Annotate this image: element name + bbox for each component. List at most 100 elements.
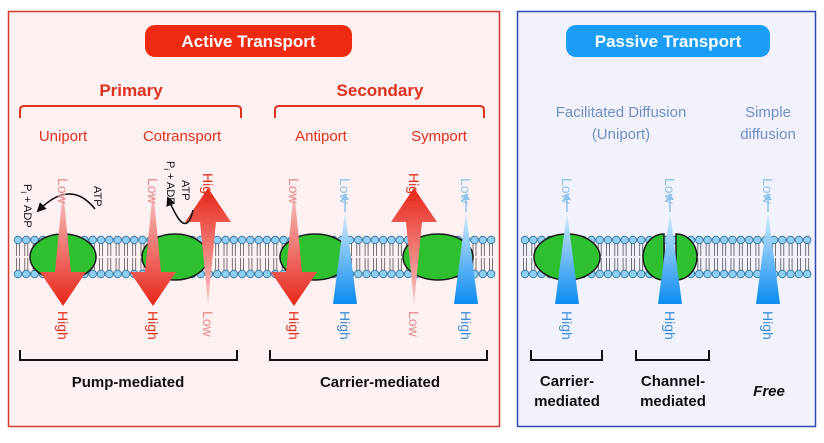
lipid-tail [780,243,785,256]
lipid-head [229,269,238,279]
lipid-head [736,235,745,245]
secondary-label: Secondary [337,81,424,100]
antiport-blue-high-label: High [337,311,353,340]
lipid-tail [738,258,743,271]
pump-mediated-bracket [19,350,238,361]
lipid-tail [631,243,635,256]
lipid-head [794,269,804,279]
lipid-tail [730,243,735,256]
simple-diffusion-low-label: Low [760,178,776,205]
lipid-head [720,269,729,279]
free-label: Free [753,383,785,400]
lipid-head [395,235,404,245]
lipid-tail [124,258,128,271]
uniport-high-label: High [55,311,71,340]
arrow-cotransport-down [130,189,176,306]
simple-diffusion-label-line1: Simple [745,104,791,121]
lipid-tail [755,258,760,271]
lipid-tail [373,243,377,256]
lipid-head [271,235,280,245]
lipid-head [237,269,247,279]
lipid-head [803,235,812,245]
lipid-head [486,269,496,279]
facilitated-carrier-low-label: Low [559,178,575,205]
lipid-tail [606,243,610,256]
lipid-tail [705,258,710,271]
lipid-head [221,235,230,245]
lipid-tail [606,258,610,271]
lipid-head [620,235,629,245]
lipid-tail [705,243,710,256]
lipid-tail [788,243,793,256]
lipid-head [603,235,613,245]
lipid-tail [622,243,627,256]
primary-bracket [19,105,242,118]
lipid-head [121,235,131,245]
arrow-symport-up [391,188,437,304]
gradient-arrows [40,188,780,306]
channel-protein-left-half [642,233,665,281]
lipid-tail [364,243,369,256]
lipid-head [212,269,222,279]
lipid-head [786,235,795,245]
lipid-head [529,235,538,245]
lipid-tail [614,243,619,256]
cotransport-bottom-low-label: Low [200,311,216,338]
lipid-head [96,269,106,279]
lipid-tail [714,243,718,256]
lipid-head [728,235,737,245]
lipid-head [744,235,754,245]
lipid-head [262,269,272,279]
lipid-tail [697,258,702,271]
lipid-head [129,235,139,245]
pi-adp-label-cotransport: Pi + ADP [162,161,176,205]
passive-carrier-label-line2: mediated [534,393,600,410]
pi-adp-label-uniport: Pi + ADP [19,184,33,228]
symport-bottom-low-label: Low [406,311,422,338]
atp-hydrolysis-arrow-uniport [36,193,96,213]
lipid-head [121,269,131,279]
arrow-facilitated-channel [658,212,682,304]
lipid-head [470,235,479,245]
arrow-simple-diffusion-head [764,193,772,200]
lipid-head [778,235,787,245]
passive-channel-bracket [635,350,710,361]
facilitated-channel-low-label: Low [662,178,678,205]
antiport-low-label: Low [286,178,302,205]
arrow-facilitated-channel-head [666,193,674,200]
lipid-tail [16,243,20,256]
lipid-head [254,235,263,245]
symport-high-label: High [406,173,422,202]
lipid-head [379,269,388,279]
lipid-head [703,269,712,279]
lipid-head [22,269,31,279]
cotransport-bottom-high-label: High [145,311,161,340]
symport-blue-high-label: High [458,311,474,340]
lipid-tail [730,258,735,271]
passive-channel-label-line2: mediated [640,393,706,410]
lipid-tail [132,243,137,256]
lipid-head [720,235,729,245]
lipid-tail [714,258,718,271]
facilitated-carrier-high-label: High [559,311,575,340]
lipid-head [595,269,604,279]
passive-transport-title: Passive Transport [595,32,742,51]
lipid-head [478,269,487,279]
lipid-head [354,235,363,245]
lipid-head [753,235,762,245]
lipid-head [22,235,31,245]
lipid-head [387,235,396,245]
lipid-tail [132,258,137,271]
lipid-tail [99,258,103,271]
arrow-simple-diffusion [756,212,780,304]
lipid-head [212,235,222,245]
lipid-head [362,269,371,279]
lipid-head [138,235,147,245]
lipid-head [262,235,272,245]
arrow-cotransport-up [185,188,231,304]
lipid-head [370,269,380,279]
lipid-tail [747,243,751,256]
lipid-tail [523,243,527,256]
lipid-head [13,235,23,245]
